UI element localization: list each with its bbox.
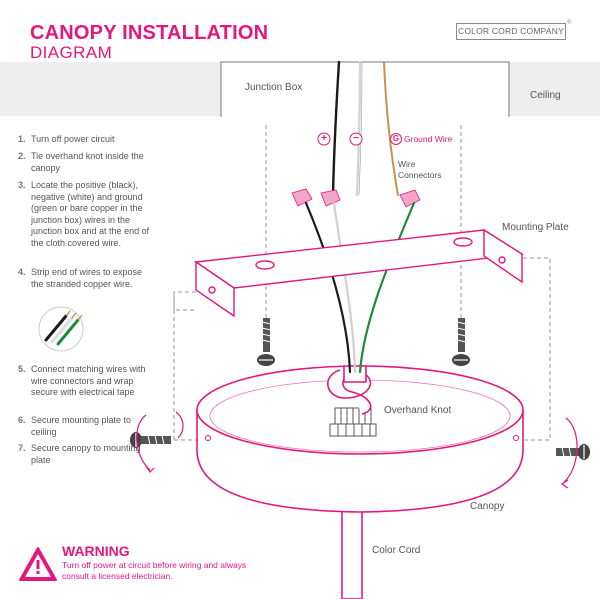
junction-box-opening <box>222 114 508 118</box>
mounting-screws <box>130 318 590 460</box>
header-bg <box>0 0 600 62</box>
mounting-plate <box>194 228 525 318</box>
warning-text: Turn off power at circuit before wiring … <box>62 560 247 581</box>
screw-side-left <box>130 432 171 448</box>
page-subtitle: DIAGRAM <box>30 43 113 62</box>
negative-white-wire <box>355 60 362 197</box>
ground-copper-wire <box>383 61 399 196</box>
negative-marker-label: − <box>353 133 359 144</box>
strain-relief-nut <box>329 407 377 437</box>
ceiling-label: Ceiling <box>530 90 561 101</box>
wire-connectors-label: Wire Connectors <box>398 159 442 180</box>
junction-box-label: Junction Box <box>245 82 303 93</box>
warning-triangle-icon <box>19 547 57 581</box>
mounting-plate-label: Mounting Plate <box>502 222 569 233</box>
polarity-markers <box>317 132 402 146</box>
wire-connectors <box>291 188 421 208</box>
stripped-wires-icon <box>38 306 84 352</box>
ground-marker-label: G <box>392 134 400 143</box>
color-cord <box>341 506 363 599</box>
positive-marker-label: + <box>321 133 327 144</box>
canopy-label: Canopy <box>470 501 505 512</box>
brand-logo: COLOR CORD COMPANY <box>456 23 566 40</box>
rotation-arrows <box>136 411 578 489</box>
positive-black-wire <box>331 60 341 197</box>
overhand-knot-label: Overhand Knot <box>384 405 452 416</box>
ground-wire-label: Ground Wire <box>404 134 453 144</box>
screw-right <box>452 318 470 366</box>
screw-side-right <box>556 444 590 460</box>
cloth-cord-wires <box>304 201 416 374</box>
house-wires <box>331 60 399 197</box>
warning-title: WARNING <box>62 543 130 559</box>
registered-mark: ® <box>567 20 572 26</box>
screw-left <box>257 318 275 366</box>
canopy <box>196 365 524 513</box>
page-title: CANOPY INSTALLATION <box>30 22 269 44</box>
color-cord-label: Color Cord <box>372 545 421 556</box>
